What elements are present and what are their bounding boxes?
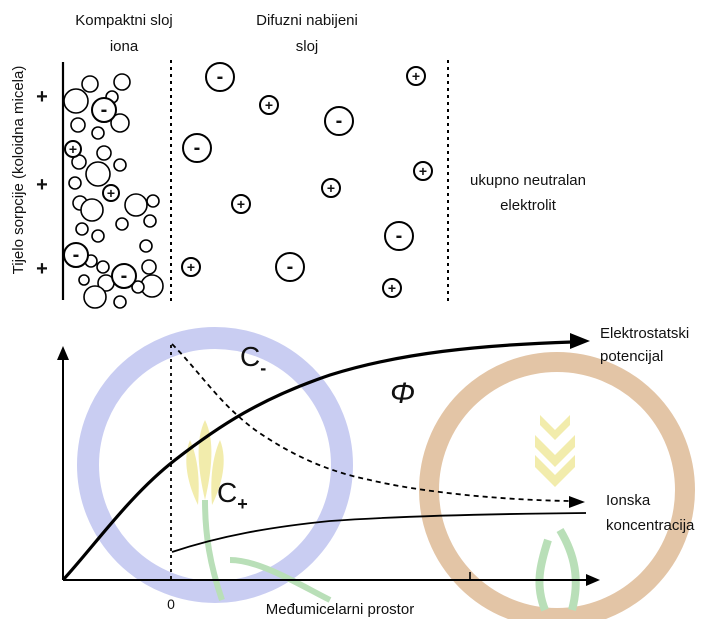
anion-sign-8: - (336, 110, 343, 132)
anion-4 (111, 263, 137, 289)
cation-sign-14: + (187, 259, 195, 275)
cation-sign-10: + (419, 163, 427, 179)
anion-5 (205, 62, 235, 92)
anion-9 (182, 133, 212, 163)
anion-8 (324, 106, 354, 136)
diffuse-layer-label-line2: sloj (296, 38, 319, 55)
potential-curve (61, 340, 573, 582)
cation-sign-12: + (237, 196, 245, 212)
cation-sign-7: + (265, 97, 273, 113)
potential-label-line2: potencijal (600, 348, 663, 365)
cation-sign-2: + (107, 185, 115, 201)
anion-0 (91, 97, 117, 123)
diffuse-layer-label-line1: Difuzni nabijeni (256, 12, 358, 29)
anion-sign-4: - (121, 265, 128, 287)
surface-charge-2: + (36, 174, 48, 196)
anion-sign-9: - (194, 137, 201, 159)
cation-1 (64, 140, 82, 158)
anion-sign-3: - (73, 244, 80, 266)
origin-label: 0 (167, 596, 175, 612)
potential-arrowhead (570, 333, 590, 349)
c-minus-label: C- (240, 341, 266, 378)
cation-16 (382, 278, 402, 298)
cation-7 (259, 95, 279, 115)
concentration-label-line1: Ionska (606, 492, 651, 509)
graph-axes (57, 346, 600, 586)
ions-layer: - + + - - - + + - - + + + - + - + (63, 62, 433, 298)
anion-13 (384, 221, 414, 251)
compact-layer-particles (63, 73, 164, 309)
anion-sign-0: - (101, 99, 108, 121)
neutral-electrolyte-label-line2: elektrolit (500, 197, 557, 214)
compact-layer-label-line2: iona (110, 38, 139, 55)
x-axis-label: Međumicelarni prostor (266, 601, 414, 618)
cation-10 (413, 161, 433, 181)
cation-6 (406, 66, 426, 86)
compact-layer-label-line1: Kompaktni sloj (75, 12, 173, 29)
surface-charge-3: + (36, 258, 48, 280)
cation-12 (231, 194, 251, 214)
c-plus-curve (171, 512, 587, 553)
anion-sign-15: - (287, 256, 294, 278)
watermark-logo-left (77, 327, 353, 603)
body-label: Tijelo sorpcije (koloidna micela) (10, 66, 27, 275)
surface-charge-1: + (36, 86, 48, 108)
cation-11 (321, 178, 341, 198)
anion-3 (63, 242, 89, 268)
anion-sign-5: - (217, 66, 224, 88)
neutral-electrolyte-label-line1: ukupno neutralan (470, 172, 586, 189)
c-minus-curve (171, 343, 571, 502)
cation-sign-11: + (327, 180, 335, 196)
potential-label-line1: Elektrostatski (600, 325, 689, 342)
cation-sign-16: + (388, 280, 396, 296)
c-minus-arrowhead (569, 496, 585, 508)
cation-14 (181, 257, 201, 277)
cation-sign-1: + (69, 141, 77, 157)
anion-sign-13: - (396, 225, 403, 247)
concentration-label-line2: koncentracija (606, 517, 695, 534)
cation-sign-6: + (412, 68, 420, 84)
c-plus-label: C+ (217, 477, 248, 514)
cation-2 (102, 184, 120, 202)
anion-15 (275, 252, 305, 282)
potential-symbol: Φ (390, 377, 415, 410)
